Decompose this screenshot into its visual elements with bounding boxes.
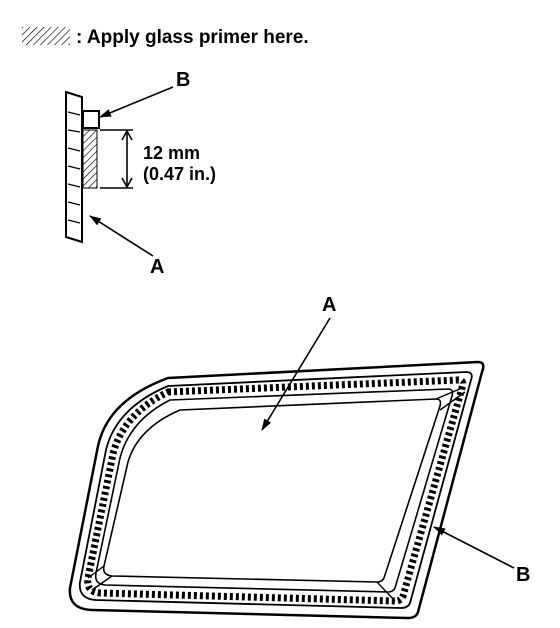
primer-area xyxy=(82,129,98,189)
callout-a-detail: A xyxy=(150,256,164,278)
callout-a-main: A xyxy=(322,294,336,316)
glass-outline xyxy=(68,360,485,620)
primer-band xyxy=(84,376,467,605)
hatch-swatch-icon xyxy=(22,27,70,45)
dimension-mm: 12 mm xyxy=(143,143,200,163)
glass-border xyxy=(78,371,473,609)
leader-b-main xyxy=(433,526,515,569)
legend-text: : Apply glass primer here. xyxy=(76,27,309,48)
leader-a-detail xyxy=(89,215,154,257)
dimension-in: (0.47 in.) xyxy=(143,164,216,184)
corner-marks xyxy=(87,387,466,602)
dimension-line xyxy=(100,129,133,189)
callout-b-detail: B xyxy=(176,69,190,91)
quarter-glass-view xyxy=(68,317,515,620)
spacer-b xyxy=(82,110,100,129)
leader-a-main xyxy=(261,317,331,431)
glass-inner-area xyxy=(102,398,442,583)
detail-cross-section: 12 mm (0.47 in.) B A xyxy=(65,69,216,278)
callout-b-main: B xyxy=(516,564,530,586)
legend: : Apply glass primer here. xyxy=(22,27,309,48)
glass-section-texture xyxy=(67,111,81,224)
leader-b-detail xyxy=(99,86,174,118)
